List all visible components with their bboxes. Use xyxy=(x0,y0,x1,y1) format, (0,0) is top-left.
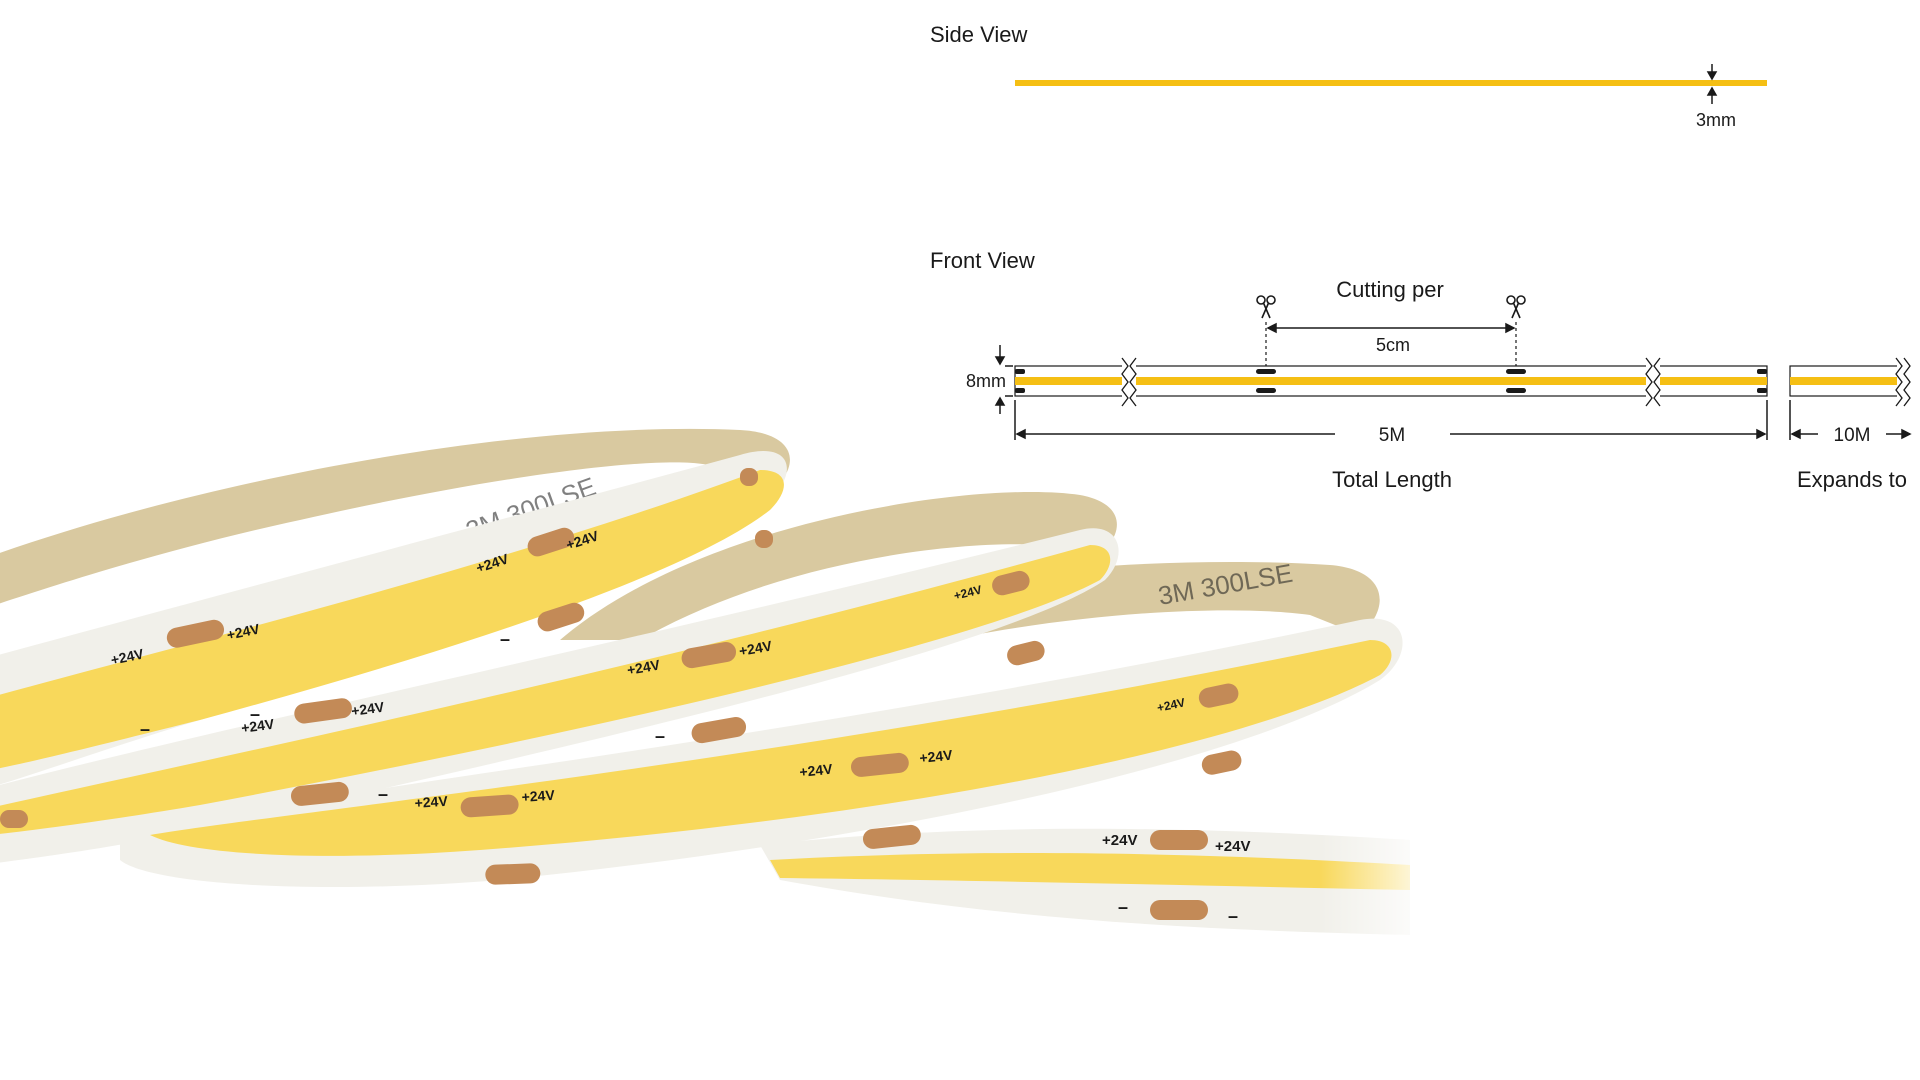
tape-backing-loop-2 xyxy=(560,491,1117,640)
expansion-strip-light xyxy=(1790,377,1908,385)
polarity-neg-7: – xyxy=(1228,906,1238,926)
polarity-neg-5: – xyxy=(655,726,665,746)
polarity-pos-10: +24V xyxy=(521,787,556,805)
polarity-pos-12: +24V xyxy=(919,747,954,766)
strip-2-light xyxy=(0,545,1111,834)
scissors-icon-left xyxy=(1256,295,1276,319)
strip-tail-light xyxy=(770,853,1410,890)
total-length-dimension xyxy=(1014,400,1768,440)
expansion-label: Expands to xyxy=(1797,467,1907,492)
polarity-pos-1: +24V xyxy=(109,645,145,668)
expansion-value: 10M xyxy=(1834,425,1871,446)
front-strip-light xyxy=(1015,377,1767,385)
polarity-pos-13: +24V xyxy=(952,582,983,602)
tail-fade-overlay xyxy=(1320,820,1440,950)
polarity-pos-5: +24V xyxy=(240,715,276,736)
polarity-labels: +24V +24V +24V +24V +24V +24V +24V +24V … xyxy=(109,527,1250,926)
strip-1-light xyxy=(0,470,784,769)
polarity-neg-1: – xyxy=(250,704,260,724)
tape-backing-loop-1 xyxy=(0,428,790,604)
cutting-per-label: Cutting per xyxy=(1336,277,1444,302)
expansion-break-mark xyxy=(1895,357,1911,407)
side-view-title: Side View xyxy=(930,22,1028,47)
front-strip-pads xyxy=(1015,369,1800,393)
cutting-interval-dimension xyxy=(1266,322,1516,334)
break-marks xyxy=(1121,357,1661,407)
polarity-pos-9: +24V xyxy=(414,793,449,811)
total-length-value: 5M xyxy=(1379,425,1405,446)
polarity-pos-11: +24V xyxy=(799,761,834,780)
scissors-icon-right xyxy=(1506,295,1526,319)
polarity-pos-2: +24V xyxy=(225,620,261,643)
polarity-pos-15: +24V xyxy=(1102,832,1137,849)
polarity-pos-8: +24V xyxy=(738,637,774,659)
width-dimension xyxy=(994,345,1013,414)
polarity-neg-4: – xyxy=(378,784,388,804)
width-label: 8mm xyxy=(966,371,1006,391)
expansion-dimension xyxy=(1789,400,1912,440)
thickness-arrows xyxy=(1706,64,1718,104)
side-view-strip xyxy=(1015,80,1767,86)
polarity-neg-2: – xyxy=(140,719,150,739)
total-length-label: Total Length xyxy=(1332,467,1452,492)
thickness-label: 3mm xyxy=(1696,110,1736,130)
side-view-section: Side View 3mm xyxy=(930,22,1767,130)
polarity-pos-16: +24V xyxy=(1215,838,1250,855)
copper-pads xyxy=(0,468,1242,920)
front-view-section: Front View Cutting per 5cm xyxy=(930,248,1920,492)
polarity-neg-6: – xyxy=(1118,897,1128,917)
polarity-neg-3: – xyxy=(500,629,510,649)
cutting-interval-label: 5cm xyxy=(1376,335,1410,355)
front-view-title: Front View xyxy=(930,248,1035,273)
polarity-pos-7: +24V xyxy=(626,656,662,678)
polarity-pos-14: +24V xyxy=(1156,695,1187,715)
polarity-pos-6: +24V xyxy=(350,698,386,719)
strip-3-light xyxy=(150,640,1392,856)
led-strip-photo: 3M 300LSE 3M 300LSE xyxy=(0,428,1440,950)
